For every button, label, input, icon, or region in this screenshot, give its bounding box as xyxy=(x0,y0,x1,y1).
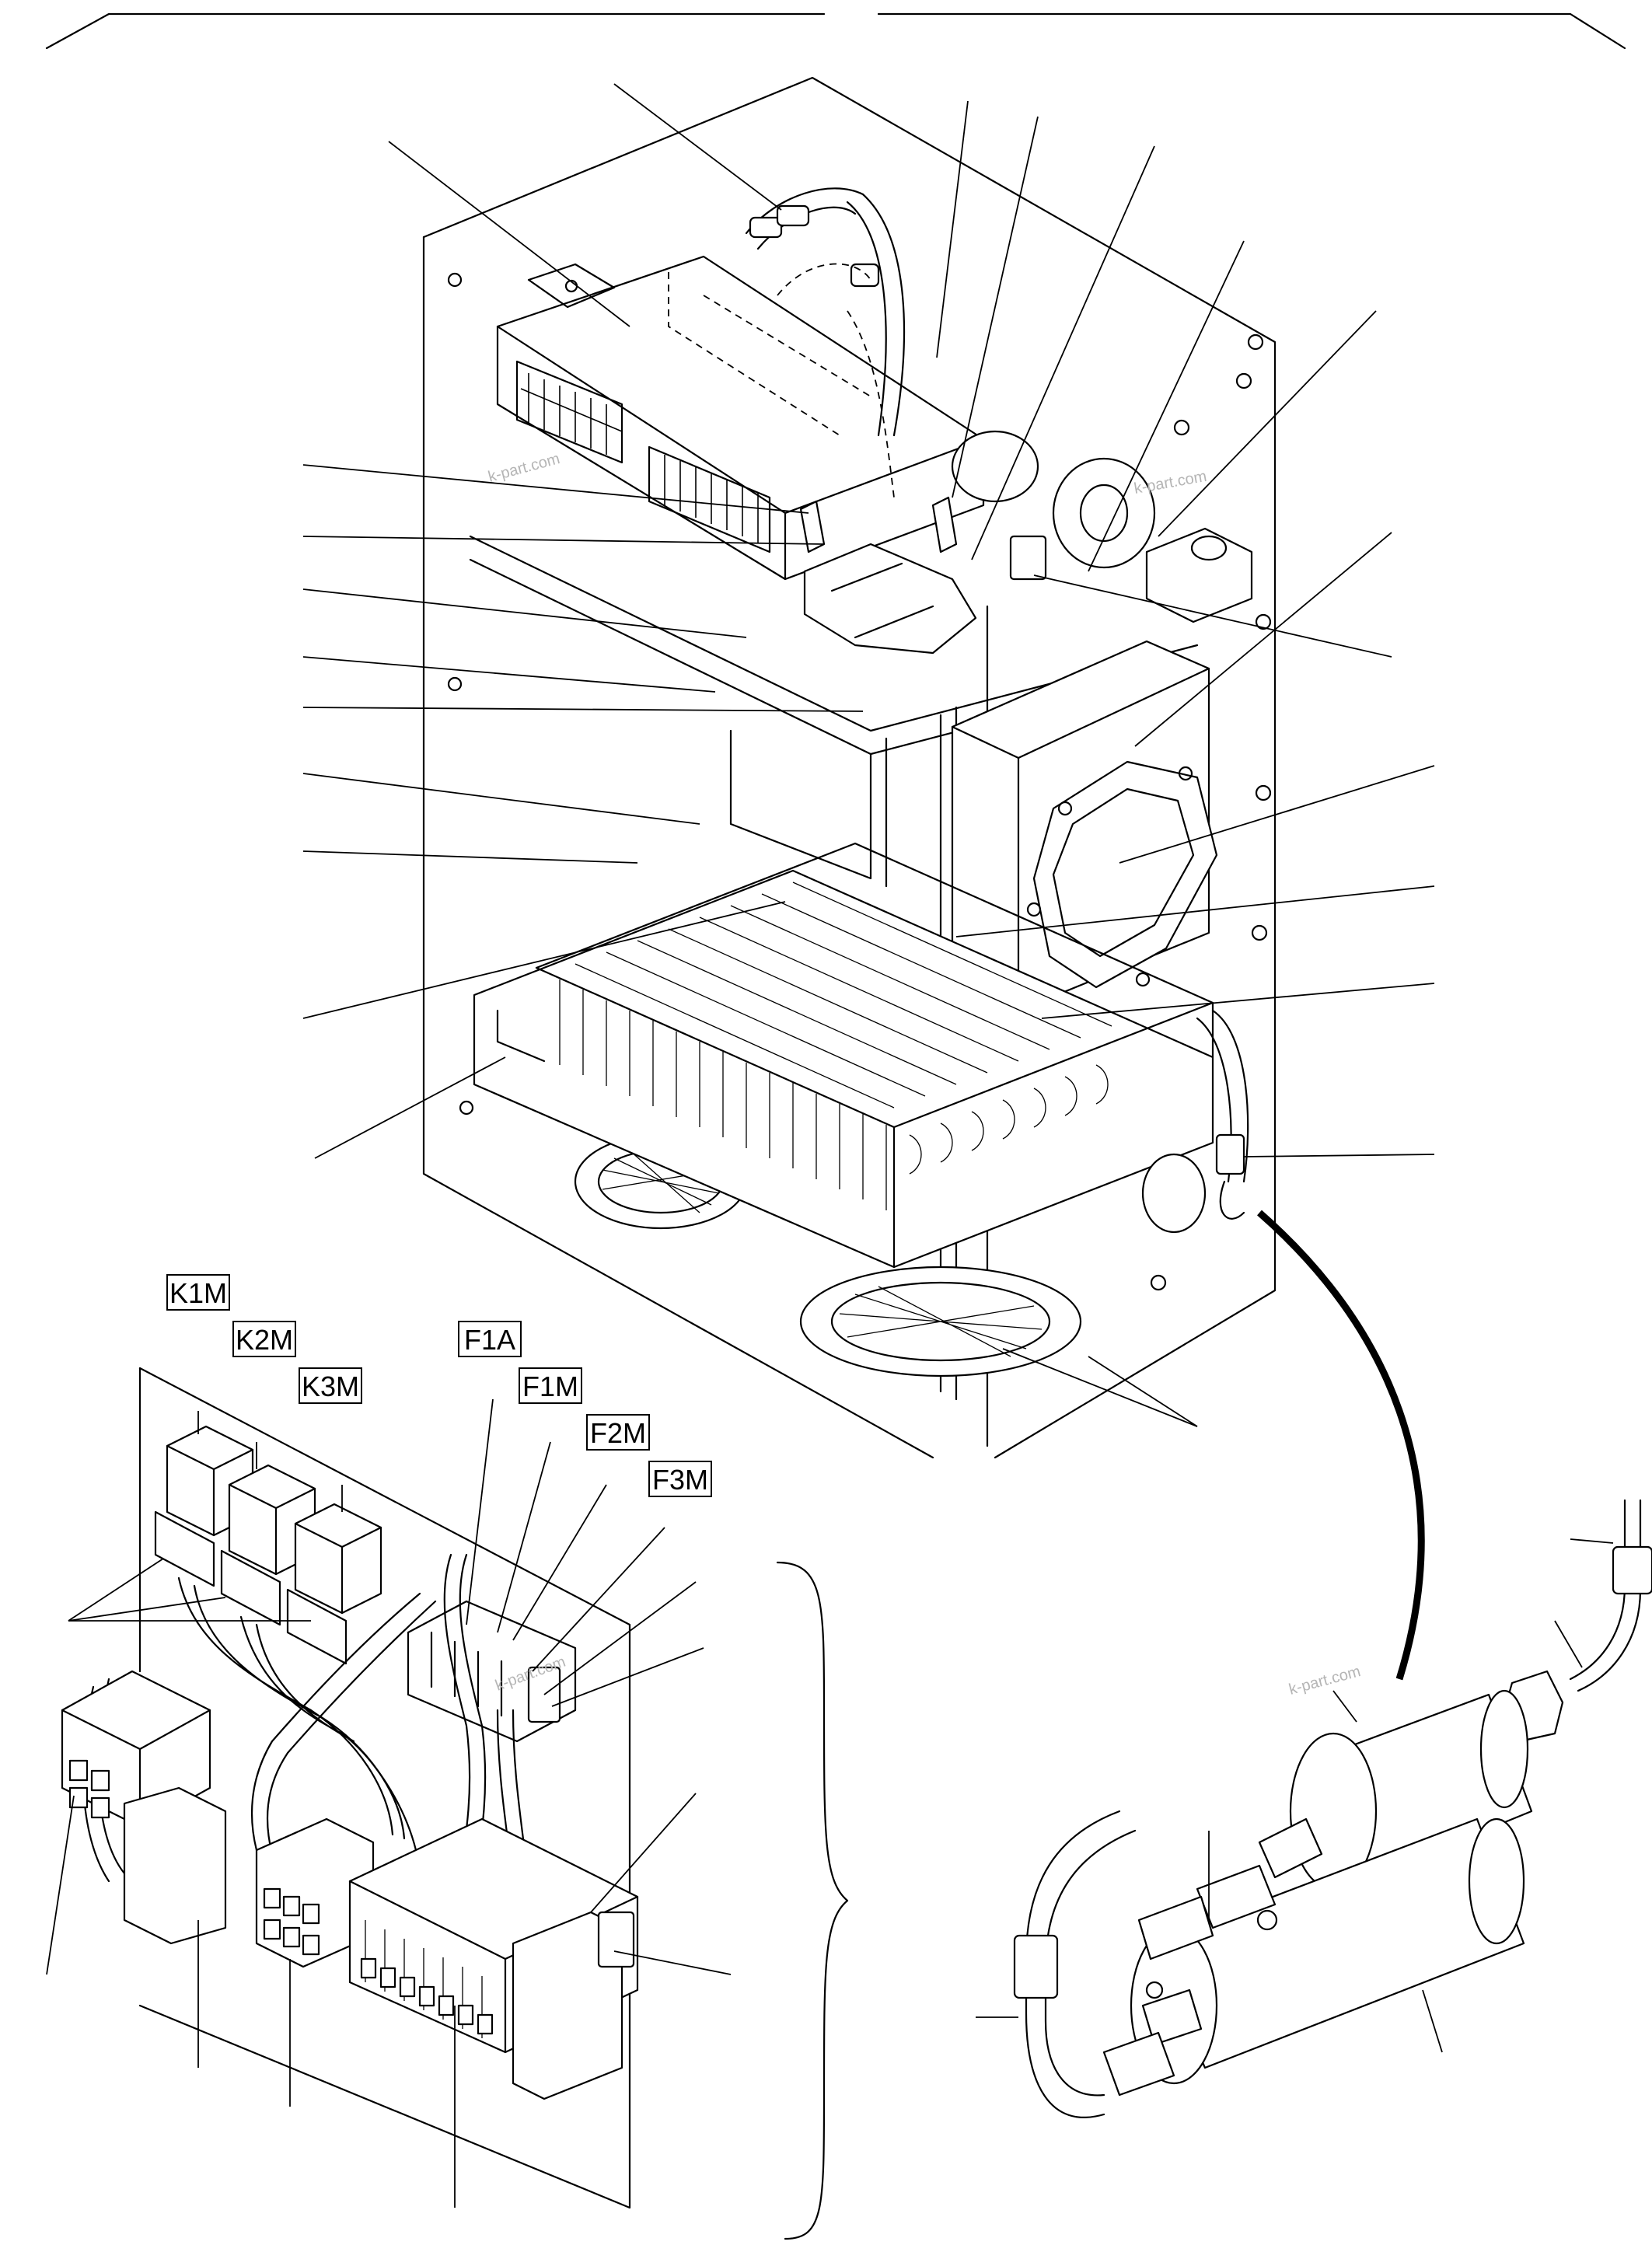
label-k3m-text: K3M xyxy=(302,1370,359,1402)
receiver-drier-assembly xyxy=(1013,1499,1652,2118)
evaporator-coil xyxy=(473,842,1214,1269)
label-f1m-text: F1M xyxy=(522,1370,578,1402)
label-f1m: F1M xyxy=(519,1367,582,1404)
control-box xyxy=(496,255,985,581)
label-f1a-text: F1A xyxy=(464,1324,515,1356)
label-f2m-text: F2M xyxy=(590,1417,646,1449)
terminal-strip-right xyxy=(348,1817,639,2100)
watermark-1: k-part.com xyxy=(487,450,562,486)
watermark-4: k-part.com xyxy=(1287,1663,1363,1699)
label-k1m: K1M xyxy=(166,1274,230,1311)
leader-lines-relay xyxy=(46,1398,732,2208)
terminal-block-left xyxy=(61,1670,211,1828)
liquid-line-hose xyxy=(1141,1009,1249,1234)
label-k3m: K3M xyxy=(299,1367,362,1404)
label-f2m: F2M xyxy=(586,1414,650,1451)
label-k1m-text: K1M xyxy=(169,1277,227,1309)
label-f1a: F1A xyxy=(458,1321,522,1357)
relay-panel-assembly xyxy=(61,1367,639,2209)
main-unit-assembly xyxy=(422,76,1425,1681)
leader-lines-main xyxy=(302,83,1435,1427)
expansion-valve xyxy=(799,430,1253,655)
label-k2m: K2M xyxy=(232,1321,296,1357)
refrigerant-hoses-top xyxy=(745,187,905,498)
label-k2m-text: K2M xyxy=(236,1324,293,1356)
relay-k2m xyxy=(220,1464,316,1626)
capillary-tube xyxy=(1257,1210,1425,1681)
leader-lines-receiver xyxy=(976,1538,1614,2053)
blower-housing xyxy=(951,640,1218,1012)
condenser-fans xyxy=(574,1133,1082,1377)
mounting-holes xyxy=(447,272,1272,1291)
watermark-2: k-part.com xyxy=(1133,468,1208,498)
label-f3m: F3M xyxy=(648,1461,712,1497)
page-frame xyxy=(45,12,1626,50)
grouping-brace xyxy=(776,1561,849,2240)
relay-k3m xyxy=(286,1503,382,1665)
terminal-strip-center xyxy=(255,1817,375,1968)
label-f3m-text: F3M xyxy=(652,1464,708,1496)
